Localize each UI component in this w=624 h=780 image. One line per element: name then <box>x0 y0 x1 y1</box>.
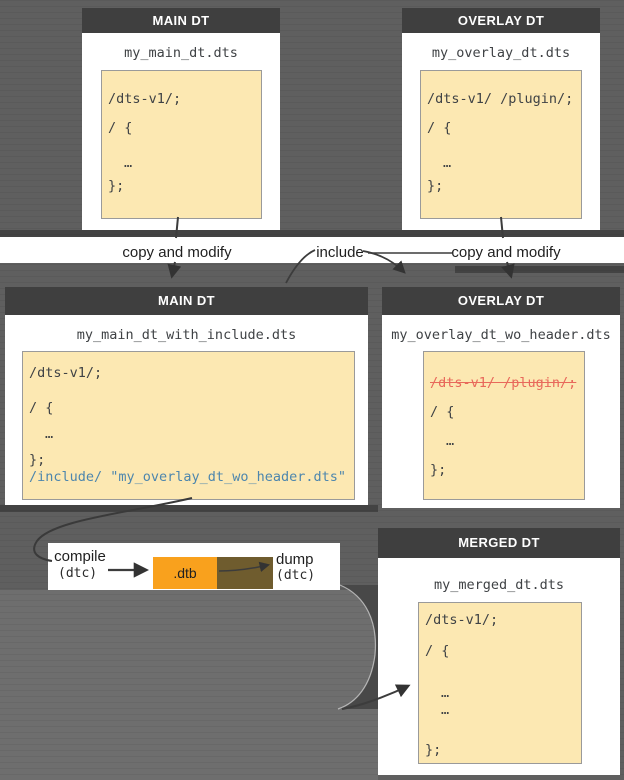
main-dt-code-snippet: /dts-v1/; / { … }; <box>101 70 262 219</box>
code-line: … <box>441 685 450 701</box>
overlay-dt-wo-header-header: OVERLAY DT <box>382 287 620 315</box>
compile-dtc-label: (dtc) <box>58 566 98 581</box>
code-line: /dts-v1/; <box>425 612 499 628</box>
code-line: }; <box>427 178 444 194</box>
background-stripe <box>0 505 378 512</box>
include-label: include <box>316 244 364 261</box>
copy-and-modify-label-right: copy and modify <box>451 244 561 261</box>
code-line: }; <box>425 742 442 758</box>
code-line: }; <box>108 178 125 194</box>
main-dt-with-include-code-snippet: /dts-v1/; / { … }; /include/ "my_overlay… <box>22 351 355 500</box>
code-line: / { <box>108 120 133 136</box>
main-dt-with-include-header: MAIN DT <box>5 287 368 315</box>
copy-left-arrow-head <box>167 261 182 279</box>
code-line: … <box>124 155 133 171</box>
background-stripe <box>455 266 624 273</box>
code-line: /dts-v1/; <box>108 91 182 107</box>
main-dt-header: MAIN DT <box>82 8 280 33</box>
code-line: / { <box>427 120 452 136</box>
compile-label: compile <box>54 548 106 565</box>
dtb-file-box: .dtb <box>153 557 217 589</box>
merged-dt-filename: my_merged_dt.dts <box>433 577 565 593</box>
main-dt-filename: my_main_dt.dts <box>124 45 238 61</box>
code-line: … <box>446 433 455 449</box>
code-line: }; <box>430 462 447 478</box>
code-line: … <box>45 426 54 442</box>
dump-dtc-label: (dtc) <box>276 568 316 583</box>
code-line: / { <box>430 404 455 420</box>
background-shade <box>0 590 378 780</box>
code-line: … <box>441 702 450 718</box>
struck-out-plugin-line: /dts-v1/ /plugin/; <box>430 375 577 391</box>
code-line: / { <box>29 400 54 416</box>
include-statement-line: /include/ "my_overlay_dt_wo_header.dts" <box>29 469 346 485</box>
arrow-overlap-patch <box>217 557 273 589</box>
background-stripe <box>0 230 624 237</box>
code-line: /dts-v1/; <box>29 365 103 381</box>
overlay-dt-header: OVERLAY DT <box>402 8 600 33</box>
merged-dt-code-snippet: /dts-v1/; / { … … }; <box>418 602 582 764</box>
main-dt-with-include-filename: my_main_dt_with_include.dts <box>76 327 297 343</box>
dtb-label: .dtb <box>173 565 197 581</box>
code-line: }; <box>29 452 46 468</box>
merged-dt-header: MERGED DT <box>378 528 620 558</box>
overlay-dt-wo-header-filename: my_overlay_dt_wo_header.dts <box>391 327 611 343</box>
copy-and-modify-label-left: copy and modify <box>122 244 232 261</box>
code-line: … <box>443 155 452 171</box>
code-line: / { <box>425 643 450 659</box>
code-line: /dts-v1/ /plugin/; <box>427 91 574 107</box>
overlay-dt-wo-header-code-snippet: /dts-v1/ /plugin/; / { … }; <box>423 351 585 500</box>
overlay-dt-code-snippet: /dts-v1/ /plugin/; / { … }; <box>420 70 582 219</box>
dump-label: dump <box>276 551 314 568</box>
overlay-dt-filename: my_overlay_dt.dts <box>431 45 571 61</box>
